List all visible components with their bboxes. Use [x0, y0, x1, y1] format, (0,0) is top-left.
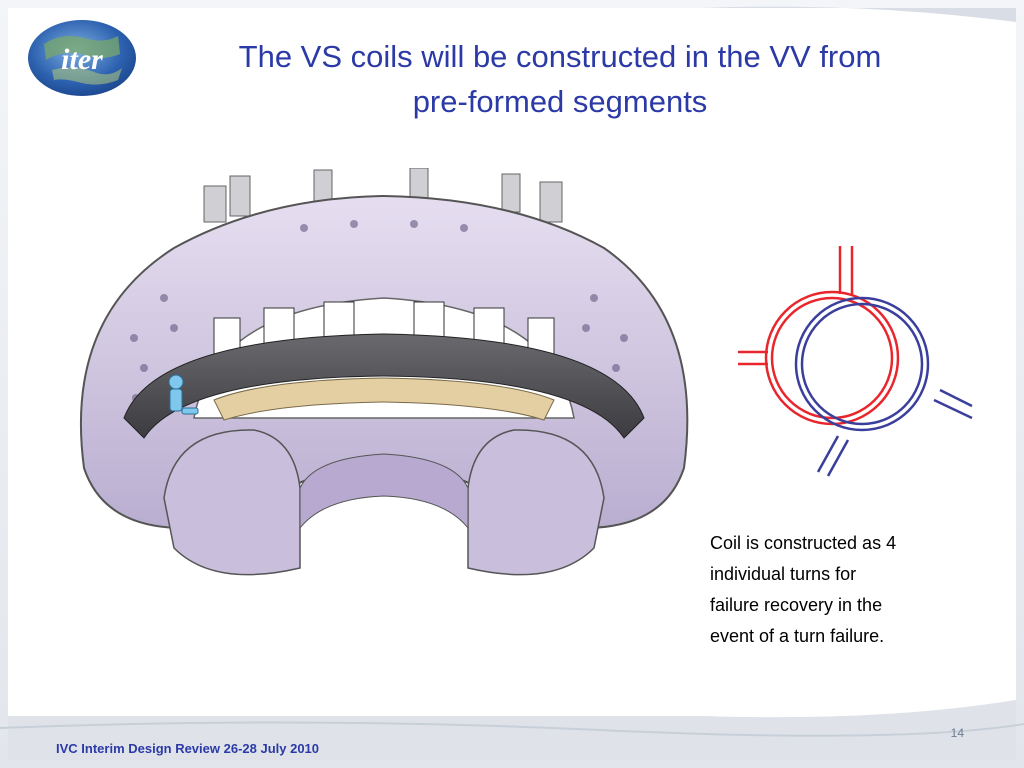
logo-text: iter [61, 43, 103, 76]
coil-caption: Coil is constructed as 4 individual turn… [710, 533, 897, 646]
title-line-1: The VS coils will be constructed in the … [238, 39, 882, 74]
iter-logo-icon: iter [28, 20, 136, 96]
vacuum-vessel-illustration [79, 168, 689, 576]
title-line-2: pre-formed segments [412, 84, 708, 119]
coil-cross-section-diagram [738, 246, 973, 477]
footer-text: IVC Interim Design Review 26-28 July 201… [56, 741, 320, 756]
page-number: 14 [950, 726, 964, 740]
slide-title: The VS coils will be constructed in the … [150, 34, 970, 124]
